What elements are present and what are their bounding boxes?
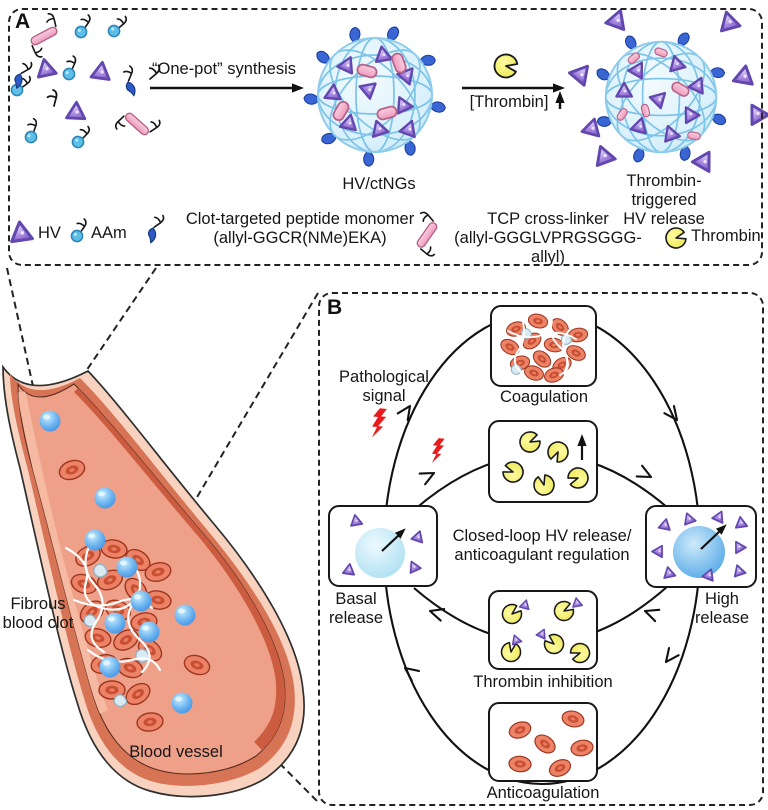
increase-arrow-icon	[577, 434, 587, 460]
anticoagulation-box	[488, 702, 598, 782]
high-release-label: High release	[694, 590, 750, 628]
legend-peptide-label: Clot-targeted peptide monomer (allyl-GGC…	[185, 210, 415, 248]
clotted-rbc-cluster	[497, 311, 590, 385]
hvctngs-label: HV/ctNGs	[342, 175, 416, 193]
thrombin-icon	[550, 597, 578, 625]
pathological-signal-label: Pathological signal	[339, 368, 429, 406]
thrombin-icon	[499, 640, 523, 664]
legend-thrombin-label: Thrombin	[691, 227, 761, 245]
legend-aam-label: AAm	[91, 224, 127, 242]
basal-release-box	[328, 505, 438, 587]
anticoagulation-label: Anticoagulation	[486, 784, 600, 802]
thrombin-inhibition-box	[488, 590, 598, 670]
coagulation-box	[490, 305, 597, 387]
one-pot-arrow	[150, 83, 304, 93]
panel-b-label: B	[327, 296, 343, 319]
thrombin-rise-box	[488, 420, 598, 503]
panel-a-border	[8, 8, 763, 266]
thrombin-triggered-release-label: Thrombin-triggered HV release	[623, 172, 705, 229]
one-pot-synthesis-label: “One-pot” synthesis	[152, 60, 296, 78]
panel-a-label: A	[15, 10, 31, 33]
fibrous-blood-clot-label: Fibrous blood clot	[2, 595, 74, 633]
basal-release-label: Basal release	[328, 590, 384, 628]
thrombin-icon	[499, 458, 527, 486]
thrombin-icon	[515, 428, 544, 457]
thrombin-icon	[567, 640, 593, 666]
legend-hv-label: HV	[38, 224, 61, 242]
thrombin-concentration-label: [Thrombin]	[469, 93, 549, 111]
thrombin-inhibition-label: Thrombin inhibition	[473, 673, 613, 691]
blood-vessel-illustration	[2, 364, 305, 798]
thrombin-icon	[544, 437, 573, 466]
legend-tcp-label: TCP cross-linker (allyl-GGGLVPRGSGGG-all…	[454, 210, 642, 267]
thrombin-trigger-arrow	[462, 51, 565, 109]
panel-b-border	[318, 292, 764, 806]
blood-vessel-label: Blood vessel	[129, 743, 223, 761]
fibrous-clot	[64, 537, 174, 710]
coagulation-label: Coagulation	[499, 388, 589, 406]
high-release-box	[645, 505, 757, 588]
thrombin-icon	[564, 464, 592, 492]
thrombin-icon	[531, 472, 558, 499]
closed-loop-label: Closed-loop HV release/ anticoagulant re…	[452, 527, 632, 565]
increase-arrow-icon	[555, 91, 565, 109]
